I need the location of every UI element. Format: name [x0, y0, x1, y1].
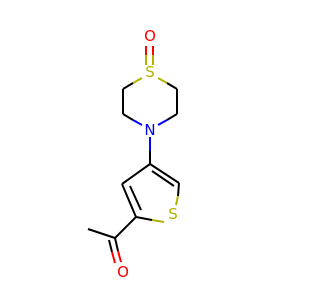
- bond-c-lr-n-a: [166, 113, 178, 121]
- bond-s-c-ur-b: [166, 82, 178, 90]
- bond-c-ll-n-a: [122, 113, 134, 121]
- bond-s-c2-b: [135, 216, 153, 221]
- bond-c-o-1b: [117, 250, 122, 263]
- bond-cho-h: [87, 228, 116, 239]
- aldehyde-group: [87, 216, 137, 264]
- atom-n-ring: N: [144, 121, 155, 139]
- atom-o-oxide: O: [144, 27, 156, 45]
- atom-o-aldehyde: O: [117, 263, 129, 281]
- bond-s-c2-a: [151, 219, 165, 223]
- thiophene-ring: [121, 163, 180, 223]
- bond-c-o-2a: [108, 239, 113, 253]
- bond-c5-s-b: [175, 195, 179, 206]
- thiomorpholine-ring: [122, 46, 178, 126]
- bond-c5-s-a: [177, 182, 180, 197]
- bond-s-c-ur-a: [157, 77, 168, 84]
- bond-c-o-2b: [111, 251, 116, 264]
- bond-c-ll-n-b: [132, 119, 143, 126]
- bond-c-lr-n-b: [157, 119, 168, 126]
- bond-c-o-1a: [114, 237, 119, 252]
- molecule-diagram: O S N S O: [87, 27, 180, 281]
- bond-c2-c3-inner: [129, 185, 142, 211]
- bond-c2-cho: [114, 216, 137, 239]
- atom-s-thiophene: S: [168, 205, 178, 223]
- bond-s-c-ul-b: [122, 82, 134, 90]
- bond-c2-c3: [121, 183, 137, 218]
- bond-s-c-ul-a: [132, 77, 143, 84]
- atom-s-oxide: S: [145, 63, 155, 81]
- bond-c4-c5-inner: [151, 170, 175, 187]
- bond-c3-c4: [121, 163, 151, 185]
- bond-c4-c5: [149, 163, 180, 184]
